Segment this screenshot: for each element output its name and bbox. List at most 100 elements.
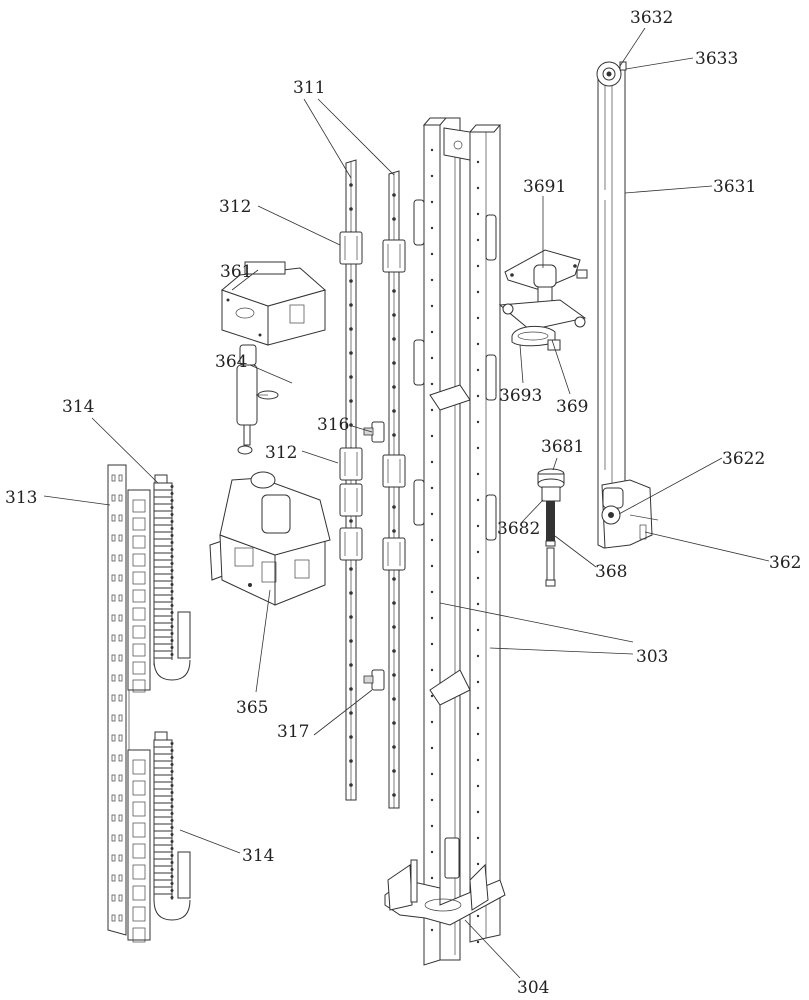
leader-362: [644, 531, 770, 562]
drag-chain-314-lower: [153, 731, 191, 921]
plate-window: [132, 499, 146, 513]
frame-hole: [430, 564, 434, 568]
linear-rail-311-right: [388, 170, 400, 809]
plate-slot: [111, 574, 116, 582]
frame-hole: [430, 252, 434, 256]
chain-link: [153, 788, 173, 797]
chain-pin: [170, 527, 174, 530]
drag-chain-314-upper: [153, 474, 191, 681]
label-3691: 3691: [523, 177, 566, 197]
leader-368: [554, 535, 597, 568]
plate-slot: [111, 834, 116, 842]
rail-hole: [392, 673, 396, 677]
chain-link: [153, 746, 173, 755]
plate-slot: [118, 514, 123, 522]
frame-hole: [476, 706, 480, 710]
chain-link: [153, 573, 173, 582]
leader-3693: [519, 344, 524, 384]
frame-hole: [476, 940, 480, 944]
rail-hole: [349, 351, 353, 355]
rail-hole: [392, 313, 396, 317]
chain-bend: [153, 899, 191, 921]
chain-return: [177, 611, 191, 659]
chain-link: [153, 559, 173, 568]
chain-link: [153, 496, 173, 505]
slider-block: [339, 447, 363, 481]
chain-pin: [170, 576, 174, 579]
plate-window: [132, 906, 146, 922]
plate-window: [132, 822, 146, 838]
chain-pin: [170, 513, 174, 516]
rail-hole: [349, 423, 353, 427]
plate-slot: [118, 874, 123, 882]
chain-pin: [170, 875, 174, 878]
chain-pin: [170, 868, 174, 871]
chain-link: [153, 524, 173, 533]
leader-303a: [439, 602, 634, 643]
chain-pin: [170, 812, 174, 815]
chain-link: [153, 767, 173, 776]
belt-arm-3631: [597, 64, 626, 549]
chain-bend: [153, 659, 191, 681]
frame-hole: [476, 550, 480, 554]
frame-hole: [430, 434, 434, 438]
cylinder-364: [236, 344, 279, 455]
rail-hole: [349, 303, 353, 307]
rail-hole: [349, 783, 353, 787]
frame-hole: [430, 408, 434, 412]
rail-hole: [392, 649, 396, 653]
label-317: 317: [277, 722, 309, 742]
frame-hole: [476, 186, 480, 190]
slider-block: [339, 527, 363, 561]
frame-hole: [430, 876, 434, 880]
chain-link: [153, 795, 173, 804]
plate-slot: [111, 474, 116, 482]
chain-link: [153, 809, 173, 818]
leader-314a: [91, 417, 159, 484]
rail-hole: [349, 639, 353, 643]
label-314-lower: 314: [242, 846, 274, 866]
gripper-assembly-369: [498, 249, 588, 351]
plate-slot: [111, 894, 116, 902]
plate-slot: [118, 714, 123, 722]
chain-link: [153, 865, 173, 874]
chain-pin: [170, 506, 174, 509]
plate-slot: [118, 614, 123, 622]
chain-link: [153, 503, 173, 512]
frame-hole: [476, 420, 480, 424]
chain-pin: [170, 597, 174, 600]
plate-slot: [111, 914, 116, 922]
chain-pin: [170, 618, 174, 621]
plate-window: [132, 589, 146, 603]
label-3681: 3681: [541, 437, 584, 457]
frame-hole: [476, 810, 480, 814]
label-312-upper: 312: [219, 197, 251, 217]
chain-link: [153, 552, 173, 561]
plate-window: [132, 864, 146, 880]
plate-slot: [118, 574, 123, 582]
leader-3682: [521, 499, 544, 523]
leader-317: [313, 689, 373, 736]
rail-hole: [349, 687, 353, 691]
plate-slot: [111, 794, 116, 802]
chain-link: [153, 531, 173, 540]
chain-link: [153, 643, 173, 652]
chain-link: [153, 622, 173, 631]
frame-hole: [430, 616, 434, 620]
frame-hole: [476, 758, 480, 762]
plate-slot: [118, 594, 123, 602]
label-3632: 3632: [630, 8, 673, 28]
frame-hole: [430, 512, 434, 516]
frame-hole: [476, 602, 480, 606]
frame-hole: [476, 264, 480, 268]
leader-311b: [317, 98, 395, 176]
chain-link: [153, 879, 173, 888]
plate-slot: [111, 634, 116, 642]
plate-slot: [111, 814, 116, 822]
chain-pin: [170, 520, 174, 523]
chain-link: [153, 781, 173, 790]
limit-sensor-317: [363, 669, 385, 691]
plate-slot: [118, 674, 123, 682]
frame-hole: [430, 720, 434, 724]
label-362: 362: [769, 553, 801, 573]
